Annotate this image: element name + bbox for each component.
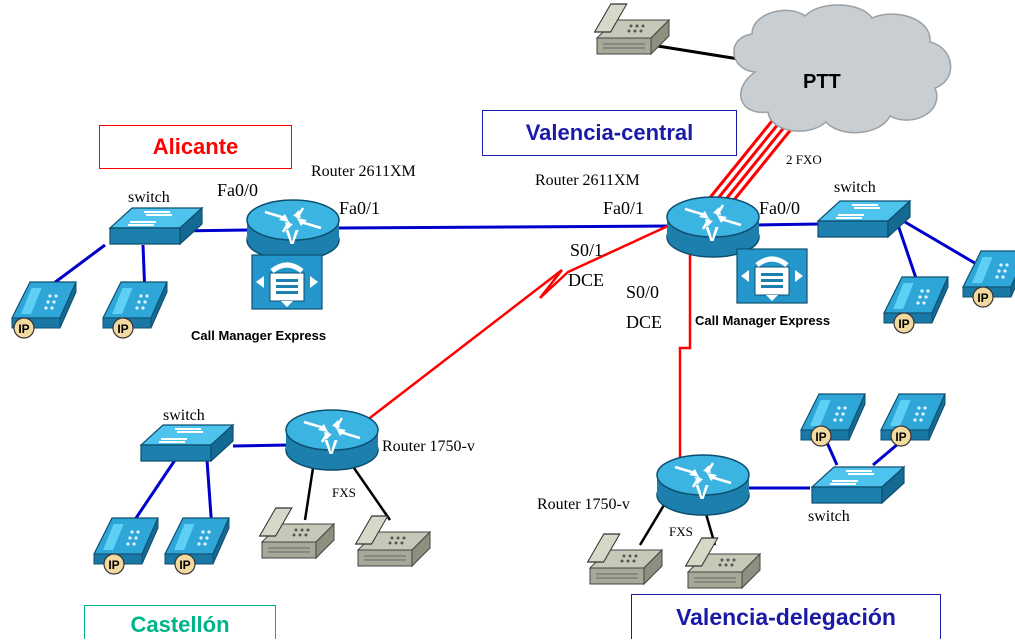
interface-label: Fa0/0 (217, 180, 259, 200)
ip-phone[interactable]: IP (800, 393, 866, 447)
interface-label: DCE (626, 312, 662, 332)
lan-link (757, 222, 821, 227)
ip-phone[interactable]: IP (880, 393, 946, 447)
interface-label: FXS (332, 485, 356, 500)
router-v-badge: V (705, 224, 719, 246)
router-model-label: Router 2611XM (535, 172, 640, 189)
interface-label: S0/1 (570, 240, 604, 260)
switch-castellon[interactable] (140, 424, 234, 462)
lan-link (232, 443, 291, 448)
router-delegacion[interactable]: V (655, 453, 751, 517)
interface-label: 2 FXO (786, 152, 822, 167)
site-name: Castellón (130, 612, 230, 637)
lan-link (337, 224, 669, 230)
switch-delegacion[interactable] (811, 466, 905, 504)
site-name: Alicante (152, 134, 239, 159)
analog-phone[interactable] (594, 3, 670, 55)
interface-label: DCE (568, 270, 604, 290)
switch-label: switch (163, 407, 205, 424)
router-v-badge: V (324, 437, 338, 459)
router-alicante[interactable]: V (245, 198, 341, 262)
router-castellon[interactable]: V (284, 408, 380, 472)
interface-label: Fa0/1 (339, 198, 381, 218)
interface-label: Fa0/0 (759, 198, 801, 218)
ptt-cloud (733, 4, 952, 134)
ip-badge: IP (179, 558, 190, 572)
site-name: Valencia-delegación (676, 604, 896, 630)
switch-alicante[interactable] (109, 207, 203, 245)
switch-label: switch (128, 189, 170, 206)
ptt-cloud-label: PTT (803, 71, 841, 93)
switch-central[interactable] (817, 200, 911, 238)
router-model-label: Router 1750-v (382, 438, 475, 455)
ip-phone[interactable]: IP (102, 281, 168, 339)
site-name: Valencia-central (525, 120, 694, 145)
analog-phone[interactable] (259, 507, 335, 559)
ip-phone[interactable]: IP (883, 276, 949, 334)
links (37, 41, 991, 546)
ip-phone[interactable]: IP (93, 517, 159, 575)
analog-phone[interactable] (355, 515, 431, 567)
ip-badge: IP (815, 430, 826, 444)
ip-phone[interactable]: IP (11, 281, 77, 339)
site-label-valencia-delegacion: Valencia-delegación (631, 594, 941, 639)
router-model-label: Router 2611XM (311, 163, 416, 180)
ip-badge: IP (18, 322, 29, 336)
router-model-label: Router 1750-v (537, 496, 630, 513)
site-label-castellon: Castellón (84, 605, 276, 639)
router-v-badge: V (285, 227, 299, 249)
switch-label: switch (834, 179, 876, 196)
ip-phone[interactable]: IP (962, 250, 1015, 308)
ip-phone[interactable]: IP (164, 517, 230, 575)
cme-central[interactable] (737, 249, 807, 303)
analog-phone[interactable] (685, 537, 761, 589)
interface-label: Fa0/1 (603, 198, 645, 218)
wan-link-s00 (678, 240, 692, 460)
site-label-alicante: Alicante (99, 125, 292, 169)
interface-label: FXS (669, 524, 693, 539)
ip-badge: IP (895, 430, 906, 444)
cme-label: Call Manager Express (191, 328, 327, 343)
ip-badge: IP (898, 317, 909, 331)
cme-label: Call Manager Express (695, 313, 831, 328)
router-v-badge: V (695, 482, 709, 504)
site-label-valencia-central: Valencia-central (482, 110, 737, 156)
ip-badge: IP (117, 322, 128, 336)
switch-label: switch (808, 508, 850, 525)
analog-phone[interactable] (587, 533, 663, 585)
router-central[interactable]: V (665, 195, 761, 259)
interface-label: S0/0 (626, 282, 660, 302)
ip-badge: IP (977, 291, 988, 305)
wan-link-s01 (361, 224, 669, 425)
cme-alicante[interactable] (252, 255, 322, 309)
ip-badge: IP (108, 558, 119, 572)
